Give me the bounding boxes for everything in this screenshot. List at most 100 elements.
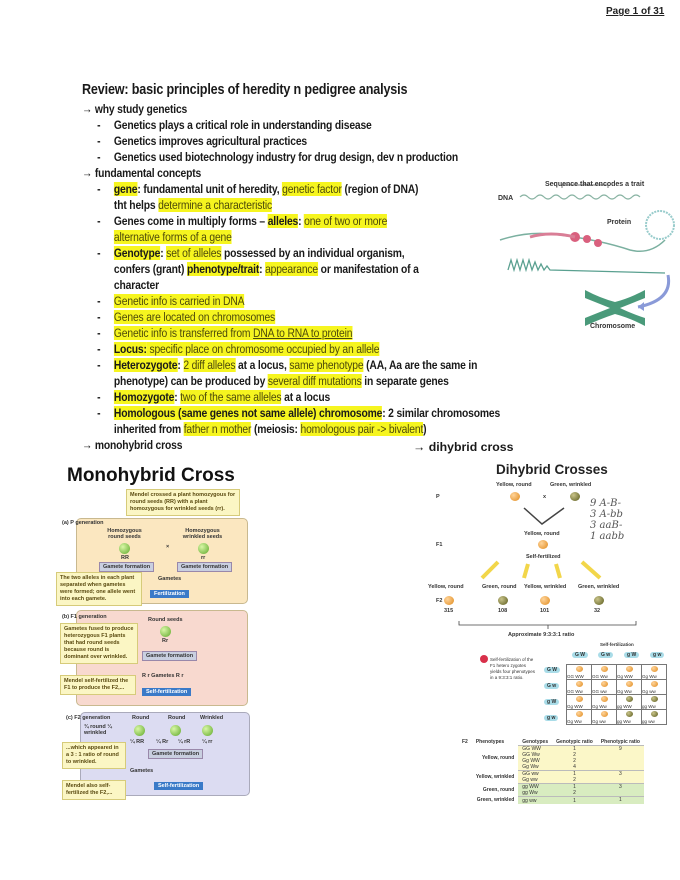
cell-genotype: Gg ww — [592, 719, 606, 724]
text-segment: confers (grant) — [113, 262, 187, 276]
self-fertilized-label: Self-fertilized — [526, 554, 561, 560]
empty-cell — [458, 797, 472, 805]
text-segment: : — [174, 390, 181, 404]
f2-seed-icon — [498, 596, 508, 605]
table-header: F2 — [462, 738, 468, 745]
f2-seed-icon — [594, 596, 604, 605]
f2-count: 32 — [594, 608, 601, 614]
highlighted-term: genetic factor — [282, 182, 342, 196]
highlighted-term: Genetic info is carried in DNA — [113, 294, 245, 308]
f2-count: 108 — [498, 608, 508, 614]
punnett-cell: Gg Ww — [591, 694, 617, 710]
round-pea-icon — [119, 543, 130, 554]
f2-count: 315 — [444, 608, 454, 614]
punnett-cell: gg WW — [616, 694, 642, 710]
wrinkled-pea-icon — [202, 725, 213, 736]
f2-seed-icon — [444, 596, 454, 605]
text-segment: (AA, Aa are the same in — [363, 358, 478, 372]
bullet-line: -Genetic info is transferred from DNA to… — [82, 325, 552, 341]
ratio: 2 — [573, 777, 576, 783]
punnett-cell: GG WW — [566, 664, 592, 680]
punnett-cell: gg Ww — [616, 709, 642, 725]
bullet-line: -Genotype: set of alleles possessed by a… — [82, 245, 552, 261]
text-segment: → why study genetics — [82, 102, 188, 116]
seed-icon — [576, 666, 583, 672]
f1-seed-icon — [538, 540, 548, 549]
punnett-cell: GG ww — [591, 679, 617, 695]
self-fertilization-box: Self-fertilization — [142, 688, 192, 696]
cell-genotype: Gg Ww — [567, 719, 582, 724]
f1-gametes-label: R r Gametes R r — [142, 673, 184, 679]
text-segment: or manifestation of a — [317, 262, 419, 276]
highlighted-term: Genetic info is transferred from — [113, 326, 254, 340]
cell-genotype: gg ww — [642, 719, 655, 724]
cell-genotype: Gg WW — [617, 674, 633, 679]
cell-genotype: GG WW — [567, 674, 584, 679]
step-badge-icon — [480, 655, 488, 663]
bullet-dash: - — [97, 310, 101, 324]
cross-symbol: x — [543, 494, 547, 500]
p-generation-label: (a) P generation — [62, 520, 104, 526]
fertilization-box: Fertilization — [150, 590, 189, 598]
bullet-line: -Homologous (same genes not same allele)… — [82, 405, 552, 421]
bullet-line: -Genetics plays a critical role in under… — [82, 117, 552, 133]
gamete-side: G W — [544, 667, 560, 673]
text-segment: : — [298, 214, 305, 228]
highlighted-term: DNA to RNA to protein — [253, 326, 353, 340]
callout-step-2: The two alleles in each plant separated … — [56, 572, 142, 606]
monohybrid-title: Monohybrid Cross — [67, 465, 235, 486]
highlighted-term: specific place on chromosome occupied by… — [146, 342, 380, 356]
round-pea-icon — [170, 725, 181, 736]
round-pea-icon — [134, 725, 145, 736]
callout-step-1: Mendel crossed a plant homozygous for ro… — [126, 489, 240, 516]
ratio: 1 — [573, 797, 576, 804]
f2-phenotype-label: Yellow, wrinkled — [524, 584, 567, 590]
bullet-dash: - — [97, 358, 101, 372]
notes-lines: → why study genetics-Genetics plays a cr… — [82, 101, 552, 453]
cell-genotype: gg Ww — [642, 704, 656, 709]
yellow-round-seed-icon — [510, 492, 520, 501]
f2-column-round: Round — [168, 715, 186, 721]
gamete-side: g W — [544, 699, 560, 705]
page-title: Review: basic principles of heredity n p… — [82, 81, 408, 98]
ratio: 2 — [573, 758, 576, 764]
gamete-side: g w — [544, 715, 559, 721]
bullet-line: -Genetics used biotechnology industry fo… — [82, 149, 552, 165]
cell-genotype: GG Ww — [567, 689, 583, 694]
self-fertilization-callout: Self-fertilization of the F1 hetero zygo… — [490, 657, 536, 680]
punnett-cell: Gg ww — [591, 709, 617, 725]
cell-genotype: Gg ww — [642, 689, 656, 694]
callout-step-4: Mendel self-fertilized the F1 to produce… — [60, 675, 136, 695]
highlighted-term: same phenotype — [289, 358, 364, 372]
callout-step-6: Mendel also self-fertilized the F2,... — [62, 780, 126, 800]
highlighted-term: phenotype/trait — [187, 262, 260, 276]
handwritten-line: 3 aaB- — [590, 520, 623, 531]
text-segment: Genetics plays a critical role in unders… — [113, 118, 372, 132]
bullet-dash: - — [97, 390, 101, 404]
cell-genotype: GG Ww — [592, 674, 608, 679]
text-segment: character — [113, 278, 159, 292]
seed-icon — [651, 711, 658, 717]
dna-chromosome-figure: Sequence that encodes a trait DNA Protei… — [490, 175, 680, 335]
bullet-dash: - — [97, 294, 101, 308]
genotype-RR: RR — [121, 555, 129, 561]
table-header: Phenotypic ratio — [600, 738, 640, 745]
genotype-rr: rr — [201, 555, 206, 561]
cross-symbol: × — [166, 544, 170, 550]
seed-icon — [651, 696, 658, 702]
handwritten-line: 3 A-bb — [590, 509, 623, 520]
highlighted-term: Homozygote — [113, 390, 175, 404]
ratio: 1 — [573, 784, 576, 790]
text-segment: : — [177, 358, 184, 372]
text-segment: Genetics improves agricultural practices — [113, 134, 307, 148]
phenotype-cell: Green, wrinkled — [476, 797, 515, 804]
bullet-line: inherited from father n mother (meiosis:… — [82, 421, 552, 437]
genotype-Rr: Rr — [162, 638, 169, 644]
genotype: Gg WW — [522, 758, 540, 764]
